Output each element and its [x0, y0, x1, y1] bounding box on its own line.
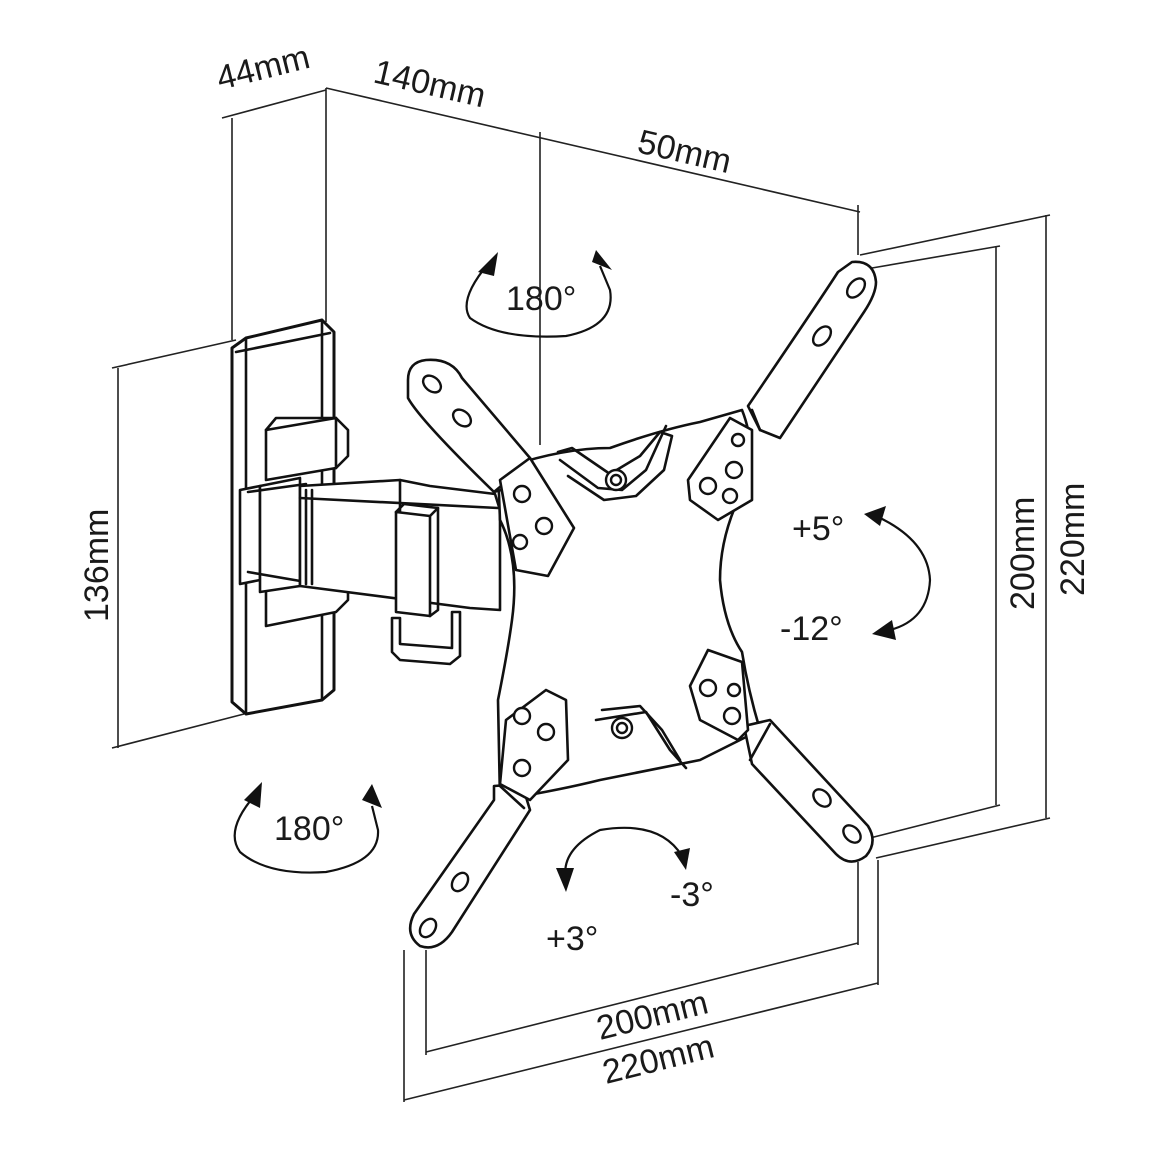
bracket-bottom-right [688, 648, 750, 742]
bracket-top-left [498, 456, 576, 578]
wall-hinge [238, 416, 350, 628]
dim-200mm-vertical: 200mm [1004, 497, 1042, 610]
dim-140mm: 140mm [370, 53, 489, 116]
tilt-minus-12: -12° [780, 610, 843, 648]
dim-50mm: 50mm [634, 123, 735, 181]
vesa-arm-bottom-right [742, 718, 874, 863]
bracket-bottom-left [498, 688, 570, 802]
rotation-top-180: 180° [506, 280, 576, 318]
dim-44mm: 44mm [213, 38, 314, 98]
bracket-top-right [686, 416, 754, 522]
rotation-bottom-180: 180° [274, 810, 344, 848]
dim-220mm-vertical: 220mm [1054, 483, 1092, 596]
level-minus-3: -3° [670, 876, 714, 914]
dimension-lines [111, 87, 1051, 1102]
level-plus-3: +3° [546, 920, 598, 958]
swing-arm [298, 478, 502, 666]
rotation-arrows [233, 250, 932, 892]
vesa-arm-bottom-left [408, 782, 532, 949]
tilt-plus-5: +5° [792, 510, 844, 548]
vesa-arm-top-right [746, 260, 878, 440]
dim-136mm: 136mm [78, 509, 116, 622]
